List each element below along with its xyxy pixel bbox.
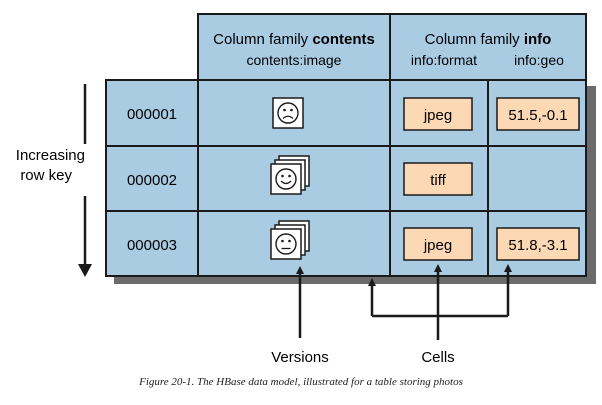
info-family-header [389, 13, 587, 81]
contents-family-title: Column family contents [213, 31, 375, 48]
happy-face-icon [275, 168, 297, 190]
format-value-box [403, 162, 473, 196]
row-key-axis-label-line2: row key [20, 167, 72, 184]
geo-value: 51.5,-0.1 [508, 107, 567, 124]
row-key-axis-label-line1: Increasing [16, 147, 85, 164]
format-value: jpeg [423, 107, 452, 124]
info-format-qualifier-label: info:format [411, 52, 477, 68]
info-geo-qualifier-label: info:geo [514, 52, 564, 68]
row-key: 000003 [127, 237, 177, 254]
cells-pointer [368, 264, 512, 340]
contents-family-header [197, 13, 391, 81]
format-value: tiff [430, 172, 446, 189]
cells-label: Cells [421, 349, 454, 366]
geo-value-box [496, 227, 580, 261]
image-versions-row-2 [270, 155, 310, 195]
figure-caption: Figure 20-1. The HBase data model, illus… [139, 376, 463, 388]
format-value-box [403, 97, 473, 131]
sad-face-icon [277, 102, 299, 124]
versions-label: Versions [271, 349, 329, 366]
geo-value-box [496, 97, 580, 131]
format-value: jpeg [423, 237, 452, 254]
format-value-box [403, 227, 473, 261]
row-key: 000001 [127, 106, 177, 123]
info-family-title: Column family info [425, 31, 552, 48]
contents-qualifier-label: contents:image [247, 52, 342, 68]
image-versions-row-3 [270, 220, 310, 260]
row-key-axis-arrowhead [78, 264, 92, 277]
geo-value: 51.8,-3.1 [508, 237, 567, 254]
neutral-face-icon [275, 233, 297, 255]
row-key: 000002 [127, 172, 177, 189]
image-versions-row-1 [272, 97, 304, 129]
